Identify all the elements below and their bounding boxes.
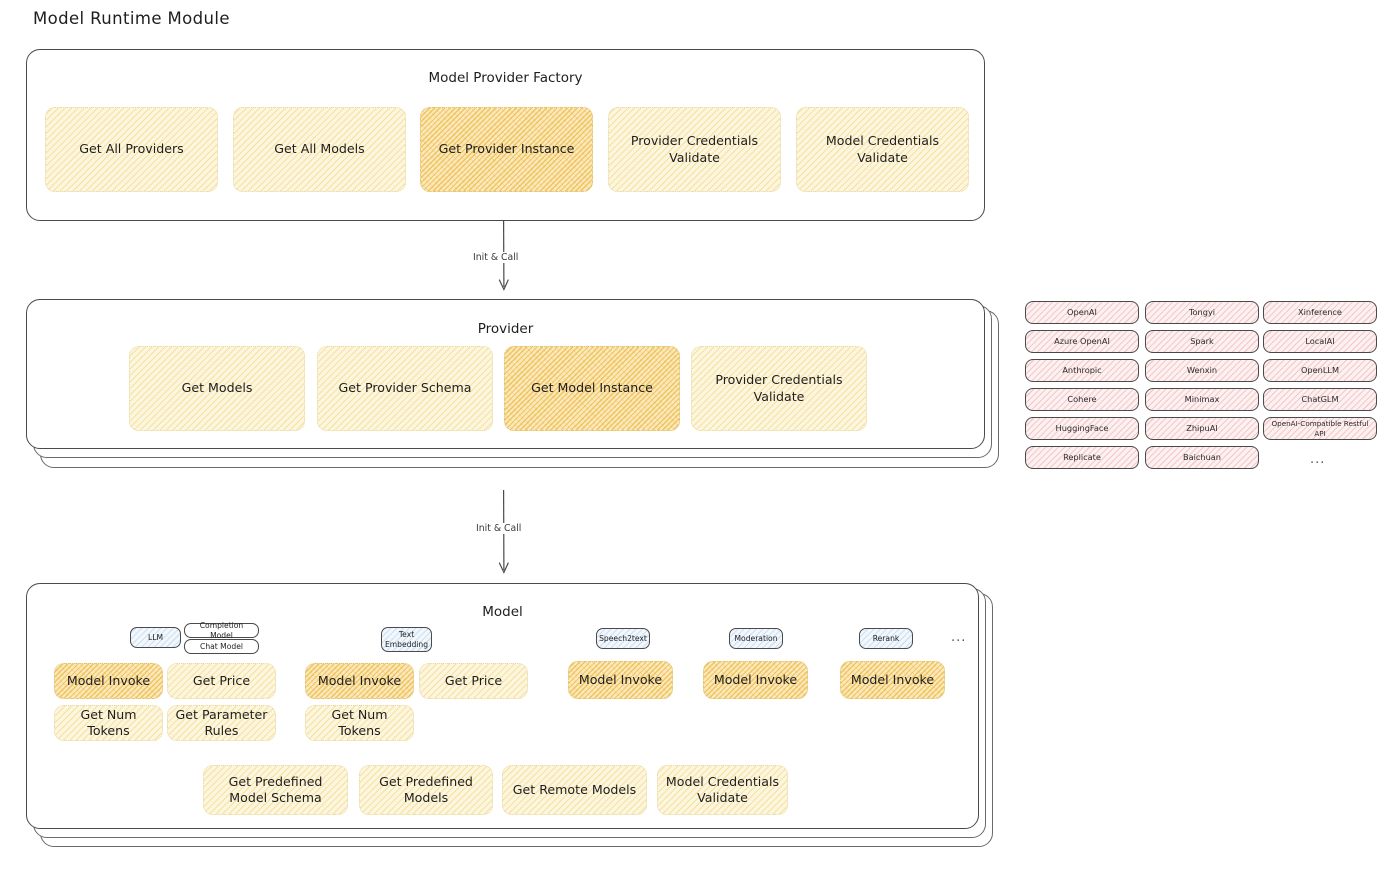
provider-chip-spark[interactable]: Spark (1145, 330, 1259, 353)
provider-chip-replicate[interactable]: Replicate (1025, 446, 1139, 469)
model-type-badge-moderation[interactable]: Moderation (729, 628, 783, 649)
provider-chip-localai[interactable]: LocalAI (1263, 330, 1377, 353)
rerank-method-model-invoke[interactable]: Model Invoke (840, 661, 945, 699)
text-embedding-method-model-invoke[interactable]: Model Invoke (305, 663, 414, 699)
provider-chip-openllm[interactable]: OpenLLM (1263, 359, 1377, 382)
provider-method-provider-credentials-validate[interactable]: Provider Credentials Validate (691, 346, 867, 431)
factory-method-get-all-models[interactable]: Get All Models (233, 107, 406, 192)
arrow-label-init-and-call-top: Init & Call (470, 252, 522, 263)
provider-list-ellipsis: ... (1310, 452, 1326, 467)
model-type-tag-completion-model[interactable]: Completion Model (184, 621, 259, 640)
llm-method-model-invoke[interactable]: Model Invoke (54, 663, 163, 699)
provider-method-get-provider-schema[interactable]: Get Provider Schema (317, 346, 493, 431)
model-type-badge-text-embedding[interactable]: Text Embedding (381, 627, 432, 652)
model-common-method-get-predefined-model-schema[interactable]: Get Predefined Model Schema (203, 765, 348, 815)
model-types-ellipsis: ... (951, 630, 967, 645)
speech2text-method-model-invoke[interactable]: Model Invoke (568, 661, 673, 699)
provider-chip-huggingface[interactable]: HuggingFace (1025, 417, 1139, 440)
arrow-provider-to-model (498, 490, 509, 574)
factory-method-provider-credentials-validate[interactable]: Provider Credentials Validate (608, 107, 781, 192)
provider-chip-xinference[interactable]: Xinference (1263, 301, 1377, 324)
provider-title: Provider (477, 321, 534, 337)
model-common-method-model-credentials-validate[interactable]: Model Credentials Validate (657, 765, 788, 815)
model-provider-factory-title: Model Provider Factory (428, 70, 583, 86)
text-embedding-method-get-num-tokens[interactable]: Get Num Tokens (305, 705, 414, 741)
provider-chip-baichuan[interactable]: Baichuan (1145, 446, 1259, 469)
text-embedding-method-get-price[interactable]: Get Price (419, 663, 528, 699)
llm-method-get-parameter-rules[interactable]: Get Parameter Rules (167, 705, 276, 741)
llm-method-get-num-tokens[interactable]: Get Num Tokens (54, 705, 163, 741)
factory-method-model-credentials-validate[interactable]: Model Credentials Validate (796, 107, 969, 192)
provider-chip-tongyi[interactable]: Tongyi (1145, 301, 1259, 324)
provider-chip-wenxin[interactable]: Wenxin (1145, 359, 1259, 382)
llm-method-get-price[interactable]: Get Price (167, 663, 276, 699)
page-title: Model Runtime Module (33, 9, 230, 28)
provider-chip-anthropic[interactable]: Anthropic (1025, 359, 1139, 382)
factory-method-get-provider-instance[interactable]: Get Provider Instance (420, 107, 593, 192)
model-type-badge-rerank[interactable]: Rerank (859, 628, 913, 649)
model-common-method-get-remote-models[interactable]: Get Remote Models (502, 765, 647, 815)
provider-method-get-models[interactable]: Get Models (129, 346, 305, 431)
provider-chip-zhipuai[interactable]: ZhipuAI (1145, 417, 1259, 440)
provider-chip-openai-compatible-restful-api[interactable]: OpenAI-Compatible Restful API (1263, 417, 1377, 440)
factory-method-get-all-providers[interactable]: Get All Providers (45, 107, 218, 192)
provider-chip-chatglm[interactable]: ChatGLM (1263, 388, 1377, 411)
provider-chip-azure-openai[interactable]: Azure OpenAI (1025, 330, 1139, 353)
model-type-badge-speech2text[interactable]: Speech2text (596, 628, 650, 649)
provider-chip-minimax[interactable]: Minimax (1145, 388, 1259, 411)
moderation-method-model-invoke[interactable]: Model Invoke (703, 661, 808, 699)
model-title: Model (482, 604, 523, 620)
arrow-label-init-and-call-bottom: Init & Call (473, 523, 525, 534)
provider-chip-openai[interactable]: OpenAI (1025, 301, 1139, 324)
provider-chip-cohere[interactable]: Cohere (1025, 388, 1139, 411)
model-common-method-get-predefined-models[interactable]: Get Predefined Models (359, 765, 493, 815)
model-type-tag-chat-model[interactable]: Chat Model (184, 639, 259, 654)
model-type-badge-llm[interactable]: LLM (130, 627, 181, 648)
provider-method-get-model-instance[interactable]: Get Model Instance (504, 346, 680, 431)
